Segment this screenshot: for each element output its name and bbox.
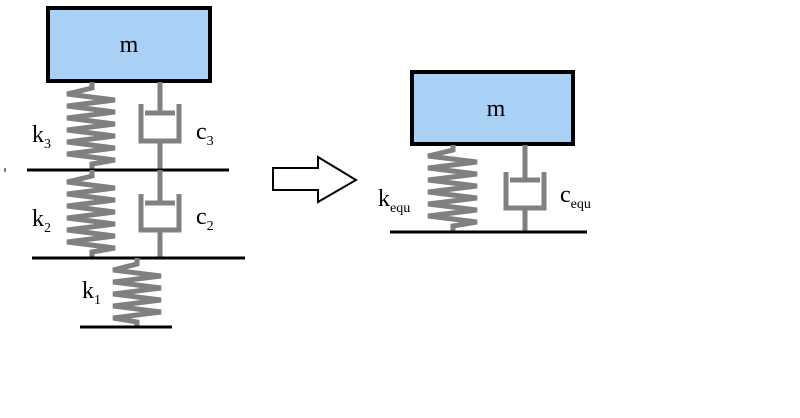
- label-c2: c2: [196, 204, 214, 234]
- label-k2: k2: [32, 206, 51, 236]
- right-mass: m: [410, 70, 575, 146]
- right-mass-label: m: [487, 96, 506, 122]
- spring-k2: [66, 170, 116, 258]
- spring-k-equ: [427, 145, 478, 232]
- spring-k1: [112, 258, 162, 327]
- damper-c3: [138, 82, 182, 170]
- label-k-equ: kequ: [378, 186, 410, 216]
- damper-c-equ: [503, 145, 547, 232]
- left-mass-label: m: [120, 32, 139, 58]
- right-mass-block: [410, 70, 575, 146]
- left-mass-block: [46, 6, 212, 83]
- label-c3: c3: [196, 119, 214, 149]
- hollow-right-arrow-icon: [272, 155, 358, 204]
- label-k3: k3: [32, 122, 51, 152]
- label-k1: k1: [82, 278, 101, 308]
- left-mass: m: [46, 6, 212, 83]
- spring-k3: [66, 82, 116, 170]
- label-c-equ: cequ: [560, 182, 591, 212]
- damper-c2: [138, 170, 182, 258]
